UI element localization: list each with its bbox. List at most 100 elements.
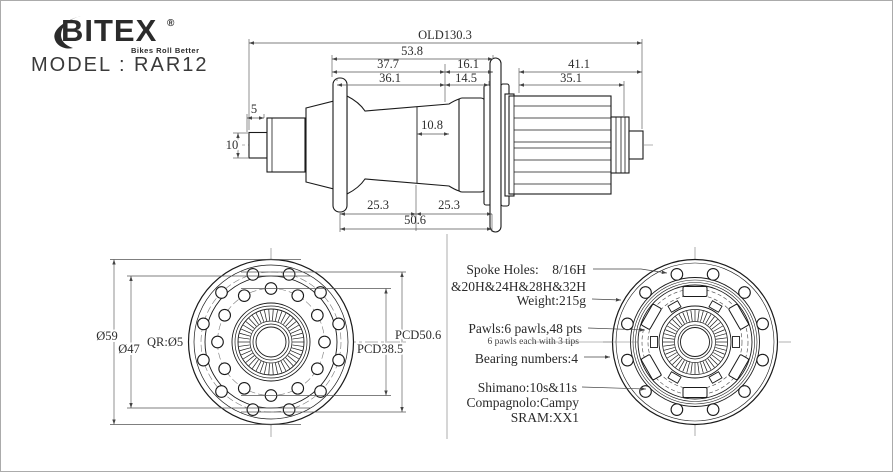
dim-pcd-50-6: PCD50.6 [395,328,441,342]
dim-37-7: 37.7 [377,57,399,71]
front-left-dim-labels: Ø59 Ø47 QR:Ø5 PCD50.6 PCD38.5 [94,326,443,358]
dim-53-8: 53.8 [401,44,423,58]
dim-10: 10 [226,138,239,152]
side-view-dim-labels: OLD130.3 53.8 37.7 16.1 41.1 36.1 14.5 3… [224,28,590,227]
dim-36-1: 36.1 [379,71,401,85]
dim-14-5: 14.5 [455,71,477,85]
dim-41-1: 41.1 [568,57,590,71]
pawl [640,354,662,381]
logo: BITEX ® Bikes Roll Better [27,7,247,79]
spoke-hole-inner [237,289,251,303]
drive-spoke-hole [738,286,751,299]
spec-pawls: Pawls:6 pawls,48 pts [468,320,582,336]
spoke-hole-outer [197,317,210,331]
side-view [226,57,653,233]
front-left-dimensions [110,259,406,425]
front-view-left [187,248,406,437]
spoke-hole-outer [314,286,327,299]
spoke-hole-inner [218,362,232,376]
left-cone [305,100,335,190]
dim-5: 5 [251,102,257,116]
pawl-seat [667,371,682,384]
spoke-hole-outer [332,353,345,367]
spec-pawls-note: 6 pawls each with 3 tips [487,337,579,347]
spoke-hole-inner [291,381,305,395]
spec-leader-lines [533,268,668,391]
pawl [640,303,662,330]
drive-spoke-hole [639,286,652,299]
pawl [728,303,750,330]
spoke-hole-outer [197,353,210,367]
spoke-hole-inner [211,335,224,349]
dim-50-6: 50.6 [404,213,426,227]
right-axle-end [628,130,644,160]
logo-swoosh-icon [54,16,81,49]
dim-qr: QR:Ø5 [147,335,183,349]
dim-35-1: 35.1 [560,71,582,85]
spec-weight: Weight:215g [516,292,586,308]
leader-shimano [581,386,647,391]
dim-old: OLD130.3 [418,28,472,42]
pawl [682,286,708,297]
front-view-right [603,247,791,439]
pawl-seat [708,371,723,384]
spoke-hole-outer [215,385,228,398]
drive-spoke-hole [738,385,751,398]
spoke-hole-inner [218,308,232,322]
freehub-body [508,95,612,195]
side-view-dimensions [233,39,643,232]
spoke-hole-outer [332,317,345,331]
right-flange [489,57,502,233]
registered-mark: ® [167,18,175,29]
dim-16-1: 16.1 [457,57,479,71]
spec-sram: SRAM:XX1 [510,409,579,425]
spoke-hole-inner [310,308,324,322]
spoke-hole-outer [215,286,228,299]
spoke-hole-inner [310,362,324,376]
lockring [610,116,630,174]
dim-dia-47: Ø47 [118,342,140,356]
leader-weight [591,298,622,302]
spoke-hole-inner [237,381,251,395]
drive-spoke-hole [706,268,720,281]
pawl [682,387,708,398]
spec-spoke-holes-2: &20H&24H&28H&32H [451,279,586,294]
spec-bearings: Bearing numbers:4 [474,350,578,366]
spec-spoke-holes-1: Spoke Holes: 8/16H [466,262,586,277]
drive-spoke-hole [670,268,684,281]
spec-campagnolo: Compagnolo:Campy [466,394,580,410]
model-label: MODEL : RAR12 [31,54,209,76]
shell-shoulder [457,97,486,193]
spoke-hole-inner [318,335,331,349]
drive-spoke-hole [639,385,652,398]
leader-pawls [587,327,646,332]
spec-shimano: Shimano:10s&11s [477,379,577,395]
dim-dia-59: Ø59 [96,329,118,343]
left-flange [332,77,348,213]
axle-bore-circle [255,326,287,358]
pawl [728,354,750,381]
brand-tagline: Bikes Roll Better [131,46,200,55]
dim-pcd-38-5: PCD38.5 [357,342,403,356]
pawl-seat [732,336,740,348]
spoke-hole-outer [246,403,260,416]
freehub-splines [513,96,611,194]
spoke-hole-outer [282,403,296,416]
axle-end-cap [266,117,306,173]
spoke-hole-outer [282,268,296,281]
spoke-hole-outer [314,385,327,398]
dim-25-3-left: 25.3 [367,198,389,212]
drive-spoke-hole [756,353,769,367]
dim-10-8: 10.8 [421,118,443,132]
drive-spoke-hole [756,317,769,331]
leader-spoke-holes [593,268,668,274]
pawl-seat [708,300,723,313]
drive-spoke-hole [621,317,634,331]
drive-spoke-hole [670,403,684,416]
pawl-seat [667,300,682,313]
hub-shell-barrel [346,95,460,195]
pawl-seat [650,336,658,348]
axle-stub [248,131,268,159]
